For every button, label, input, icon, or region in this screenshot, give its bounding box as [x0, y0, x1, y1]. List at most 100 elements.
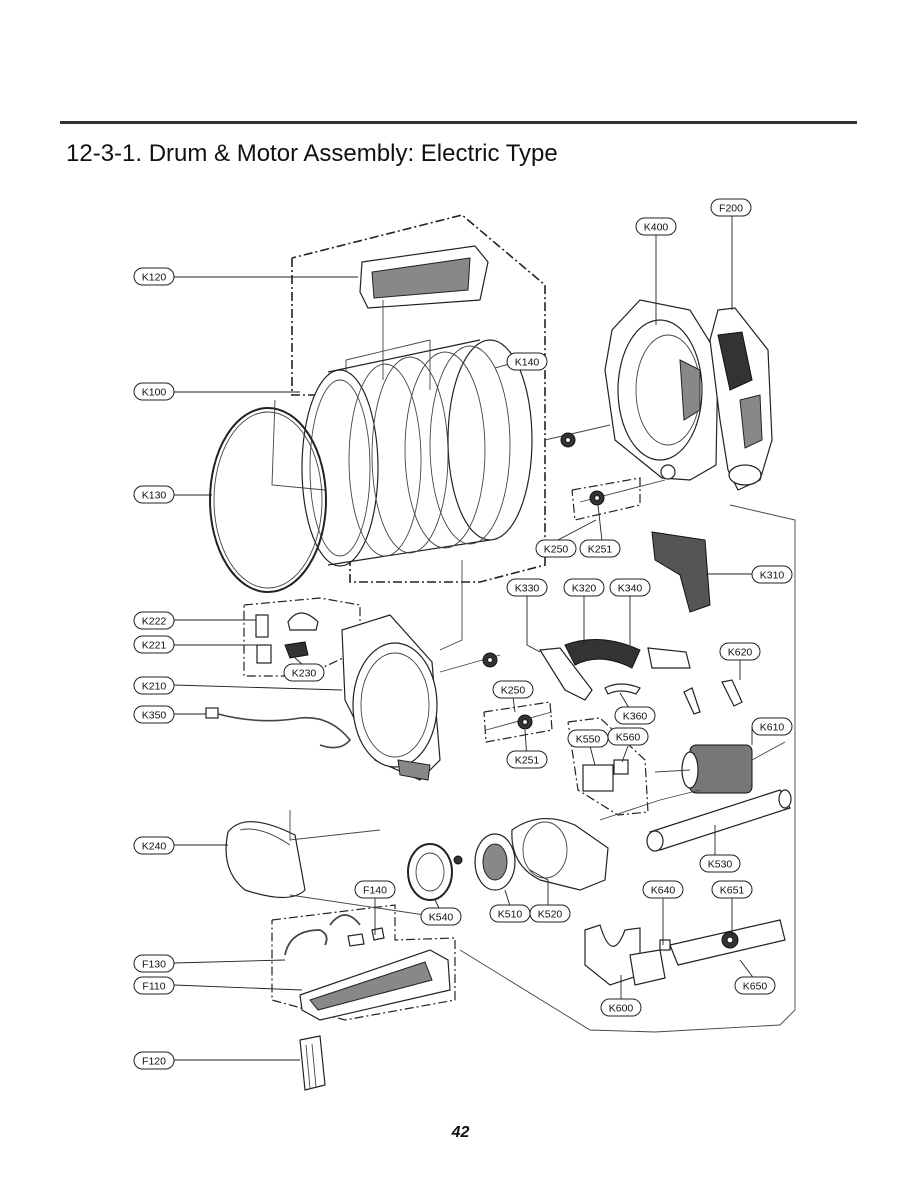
label-k100: K100	[133, 382, 175, 401]
svg-text:K650: K650	[743, 981, 768, 993]
svg-text:K520: K520	[538, 909, 563, 921]
label-k330: K330	[506, 578, 548, 597]
label-k251-front: K251	[506, 750, 548, 769]
label-f140: F140	[354, 880, 396, 899]
lifter-part	[345, 245, 489, 395]
motor-mount-group	[584, 919, 786, 986]
heater-assembly-group	[271, 904, 456, 1091]
svg-text:K560: K560	[616, 732, 641, 744]
svg-text:K210: K210	[142, 681, 167, 693]
svg-text:K330: K330	[515, 583, 540, 595]
svg-text:K400: K400	[644, 222, 669, 234]
label-f120: F120	[133, 1051, 175, 1070]
blower-seal-part	[407, 843, 463, 901]
svg-text:F110: F110	[142, 981, 165, 993]
lint-filter-part	[651, 531, 711, 613]
svg-text:K310: K310	[760, 570, 785, 582]
motor-clamp-part	[683, 679, 743, 715]
label-k600: K600	[600, 998, 642, 1017]
svg-text:F140: F140	[363, 885, 387, 897]
front-bulkhead-part	[341, 614, 441, 781]
svg-text:K320: K320	[572, 583, 597, 595]
leader-lines	[173, 216, 756, 1061]
front-bearing-parts	[538, 639, 691, 701]
page-title: 12-3-1. Drum & Motor Assembly: Electric …	[66, 140, 558, 167]
label-k120: K120	[133, 267, 175, 286]
svg-text:F130: F130	[142, 959, 166, 971]
svg-text:K600: K600	[609, 1003, 634, 1015]
label-k640: K640	[642, 880, 684, 899]
svg-text:K510: K510	[498, 909, 523, 921]
label-k540: K540	[420, 907, 462, 926]
svg-text:K651: K651	[720, 885, 745, 897]
label-k240: K240	[133, 836, 175, 855]
header-rule	[60, 121, 857, 124]
svg-text:K250: K250	[544, 544, 569, 556]
guide-lines	[289, 504, 796, 1033]
svg-text:K610: K610	[760, 722, 785, 734]
svg-text:K120: K120	[142, 272, 167, 284]
blower-housing-part	[511, 817, 609, 891]
label-k560: K560	[607, 727, 649, 746]
label-k510: K510	[489, 904, 531, 923]
svg-text:K530: K530	[708, 859, 733, 871]
label-k400: K400	[635, 217, 677, 236]
svg-text:K250: K250	[501, 685, 526, 697]
exhaust-duct-part	[709, 307, 773, 491]
front-roller-part	[439, 652, 553, 743]
label-k520: K520	[529, 904, 571, 923]
label-k350: K350	[133, 705, 175, 724]
svg-text:F200: F200	[719, 203, 743, 215]
label-k230: K230	[283, 663, 325, 682]
label-k210: K210	[133, 676, 175, 695]
seal-ring-part	[209, 399, 327, 593]
label-k530: K530	[699, 854, 741, 873]
svg-text:K550: K550	[576, 734, 601, 746]
svg-text:K251: K251	[588, 544, 613, 556]
label-k310: K310	[751, 565, 793, 584]
label-f110: F110	[133, 976, 175, 995]
label-k650: K650	[734, 976, 776, 995]
svg-text:K140: K140	[515, 357, 540, 369]
motor-part	[654, 741, 786, 794]
label-k620: K620	[719, 642, 761, 661]
svg-text:K130: K130	[142, 490, 167, 502]
wire-harness-part	[205, 707, 352, 749]
rear-roller-part	[544, 424, 666, 521]
label-k251-rear: K251	[579, 539, 621, 558]
label-f200: F200	[710, 198, 752, 217]
label-k250-front: K250	[492, 680, 534, 699]
shaft-cover-part	[646, 789, 792, 852]
label-k320: K320	[563, 578, 605, 597]
label-k222: K222	[133, 611, 175, 630]
svg-text:K100: K100	[142, 387, 167, 399]
lint-duct-part	[225, 821, 306, 899]
drum-group-boundary	[291, 214, 546, 583]
svg-text:K340: K340	[618, 583, 643, 595]
svg-text:K251: K251	[515, 755, 540, 767]
label-k221: K221	[133, 635, 175, 654]
rear-bulkhead-part	[604, 299, 719, 481]
label-k610: K610	[751, 717, 793, 736]
blower-wheel-part	[474, 833, 516, 891]
svg-text:K350: K350	[142, 710, 167, 722]
svg-text:F120: F120	[142, 1056, 166, 1068]
svg-text:K240: K240	[142, 841, 167, 853]
svg-text:K620: K620	[728, 647, 753, 659]
svg-text:K640: K640	[651, 885, 676, 897]
label-k250-rear: K250	[535, 539, 577, 558]
svg-text:K540: K540	[429, 912, 454, 924]
svg-text:K221: K221	[142, 640, 167, 652]
svg-text:K230: K230	[292, 668, 317, 680]
label-k360: K360	[614, 706, 656, 725]
label-k550: K550	[567, 729, 609, 748]
svg-text:K222: K222	[142, 616, 167, 628]
drum-part	[301, 339, 533, 567]
label-k651: K651	[711, 880, 753, 899]
page-number: 42	[451, 1124, 470, 1141]
svg-text:K360: K360	[623, 711, 648, 723]
motor-switch-group	[567, 717, 649, 816]
label-k130: K130	[133, 485, 175, 504]
label-k340: K340	[609, 578, 651, 597]
